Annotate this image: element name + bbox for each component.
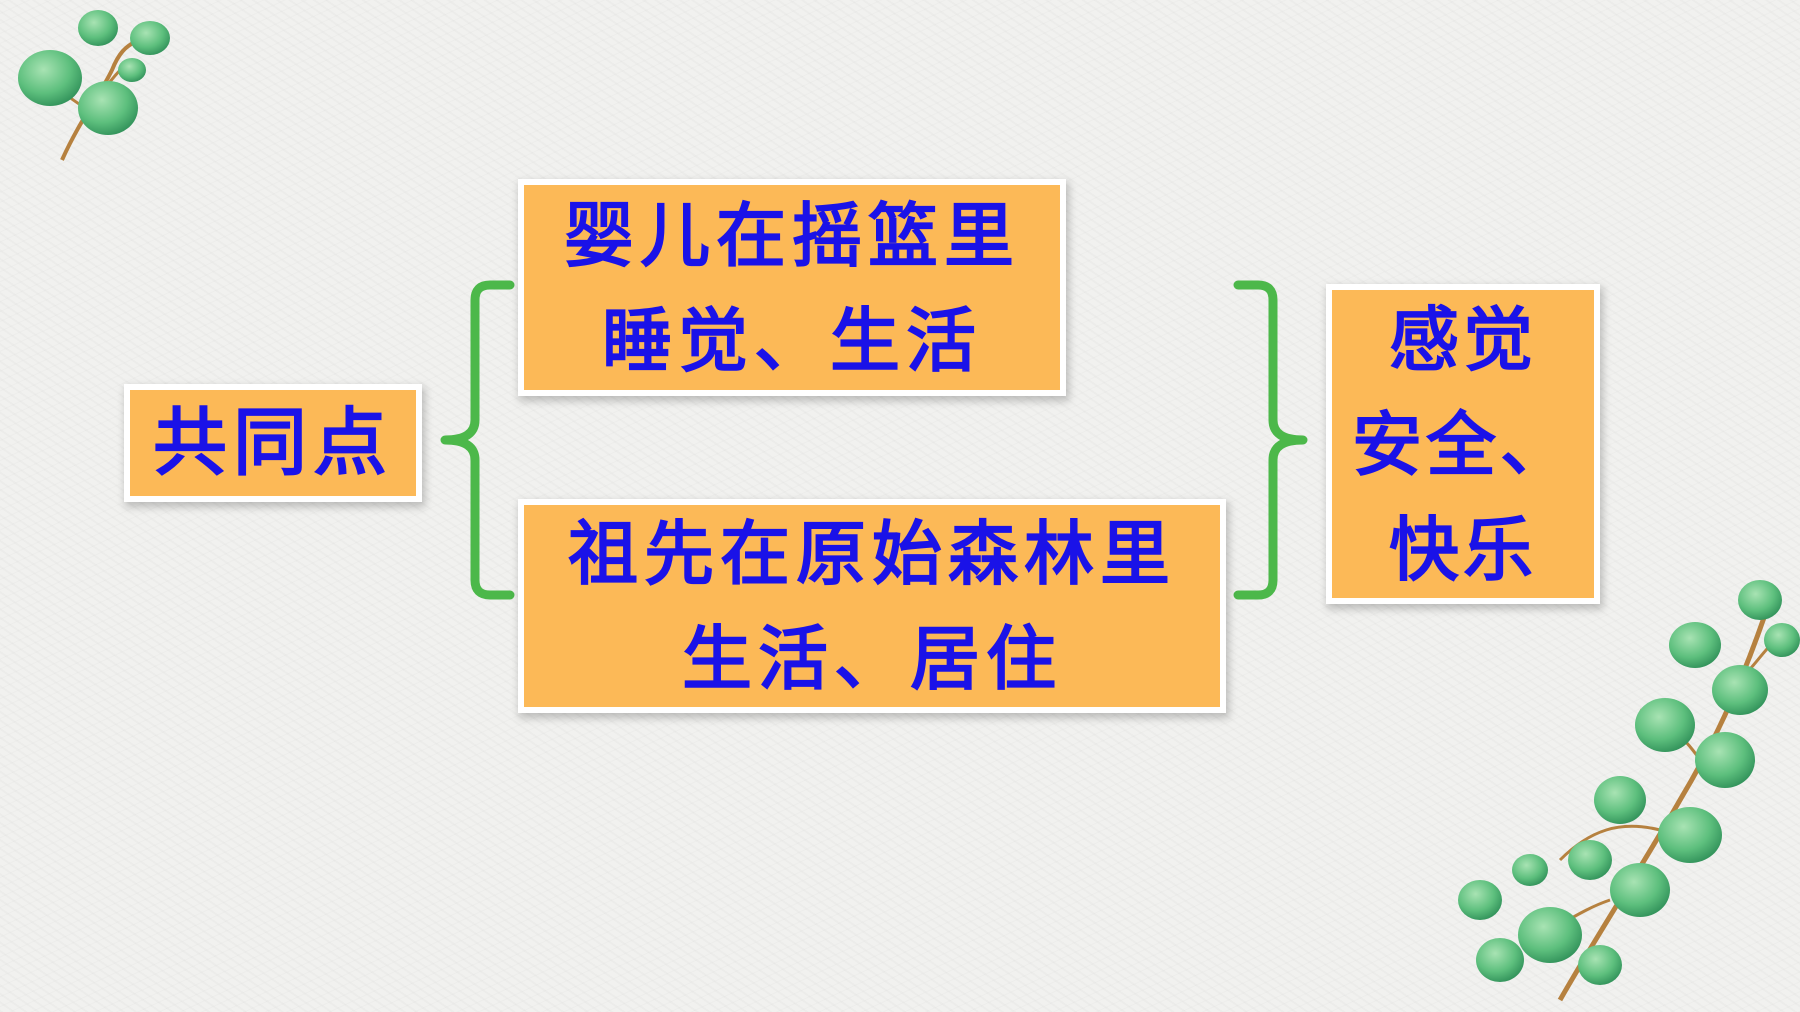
feeling-line-2: 安全、: [1352, 402, 1574, 486]
ancestor-case-box: 祖先在原始森林里 生活、居住: [524, 505, 1220, 707]
common-point-label: 共同点: [153, 399, 393, 486]
baby-case-line-1: 婴儿在摇篮里: [564, 193, 1020, 277]
feeling-result-box: 感觉 安全、 快乐: [1332, 290, 1594, 598]
baby-case-box: 婴儿在摇篮里 睡觉、生活: [524, 185, 1060, 390]
right-brace-icon: [1233, 280, 1308, 600]
ancestor-case-line-2: 生活、居住: [682, 617, 1062, 700]
left-brace-icon: [440, 280, 515, 600]
feeling-line-3: 快乐: [1389, 507, 1537, 591]
leaf-branch-top-left-icon: [18, 10, 170, 161]
baby-case-line-2: 睡觉、生活: [602, 298, 982, 382]
feeling-line-1: 感觉: [1389, 297, 1537, 381]
leaf-branch-bottom-right-icon: [1458, 580, 1800, 1002]
common-point-box: 共同点: [130, 390, 416, 496]
ancestor-case-line-1: 祖先在原始森林里: [568, 512, 1176, 595]
